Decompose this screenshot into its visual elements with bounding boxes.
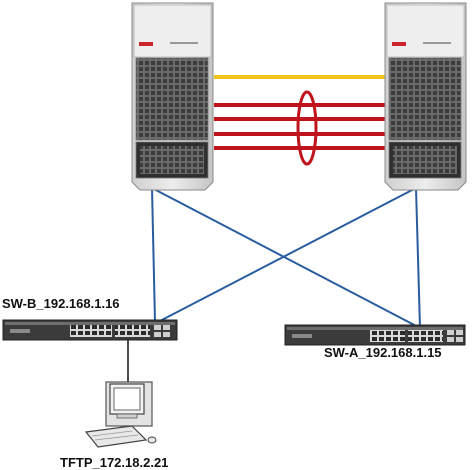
uplink-port [154, 325, 161, 330]
port-block-1 [370, 330, 405, 342]
sw-b-label: SW-B_192.168.1.16 [2, 296, 120, 311]
port-block-2 [115, 325, 150, 337]
computer-icon [84, 381, 157, 448]
tftp-workstation[interactable] [84, 381, 157, 448]
port-block-2 [408, 330, 443, 342]
sw-a-label: SW-A_192.168.1.15 [324, 345, 442, 360]
port-block-1 [70, 325, 112, 337]
tftp-label: TFTP_172.18.2.21 [60, 455, 169, 470]
core-switch-right[interactable] [384, 2, 467, 191]
links [127, 75, 421, 382]
fan-tray [388, 57, 462, 141]
uplink-port [447, 330, 454, 335]
uplink-right-core-to-sw-b [157, 187, 417, 323]
uplink-left-core-to-sw-a [151, 187, 421, 329]
uplink-left-core-to-sw-b [151, 187, 156, 323]
brand-logo [392, 42, 406, 46]
port-channel-bundle-ellipse [296, 90, 318, 166]
brand-logo [139, 42, 153, 46]
uplink-right-core-to-sw-a [415, 187, 421, 329]
fan-tray [135, 57, 209, 141]
sw-b-switch[interactable] [2, 319, 178, 341]
core-switch-left[interactable] [131, 2, 214, 191]
sw-a-switch[interactable] [284, 324, 466, 346]
